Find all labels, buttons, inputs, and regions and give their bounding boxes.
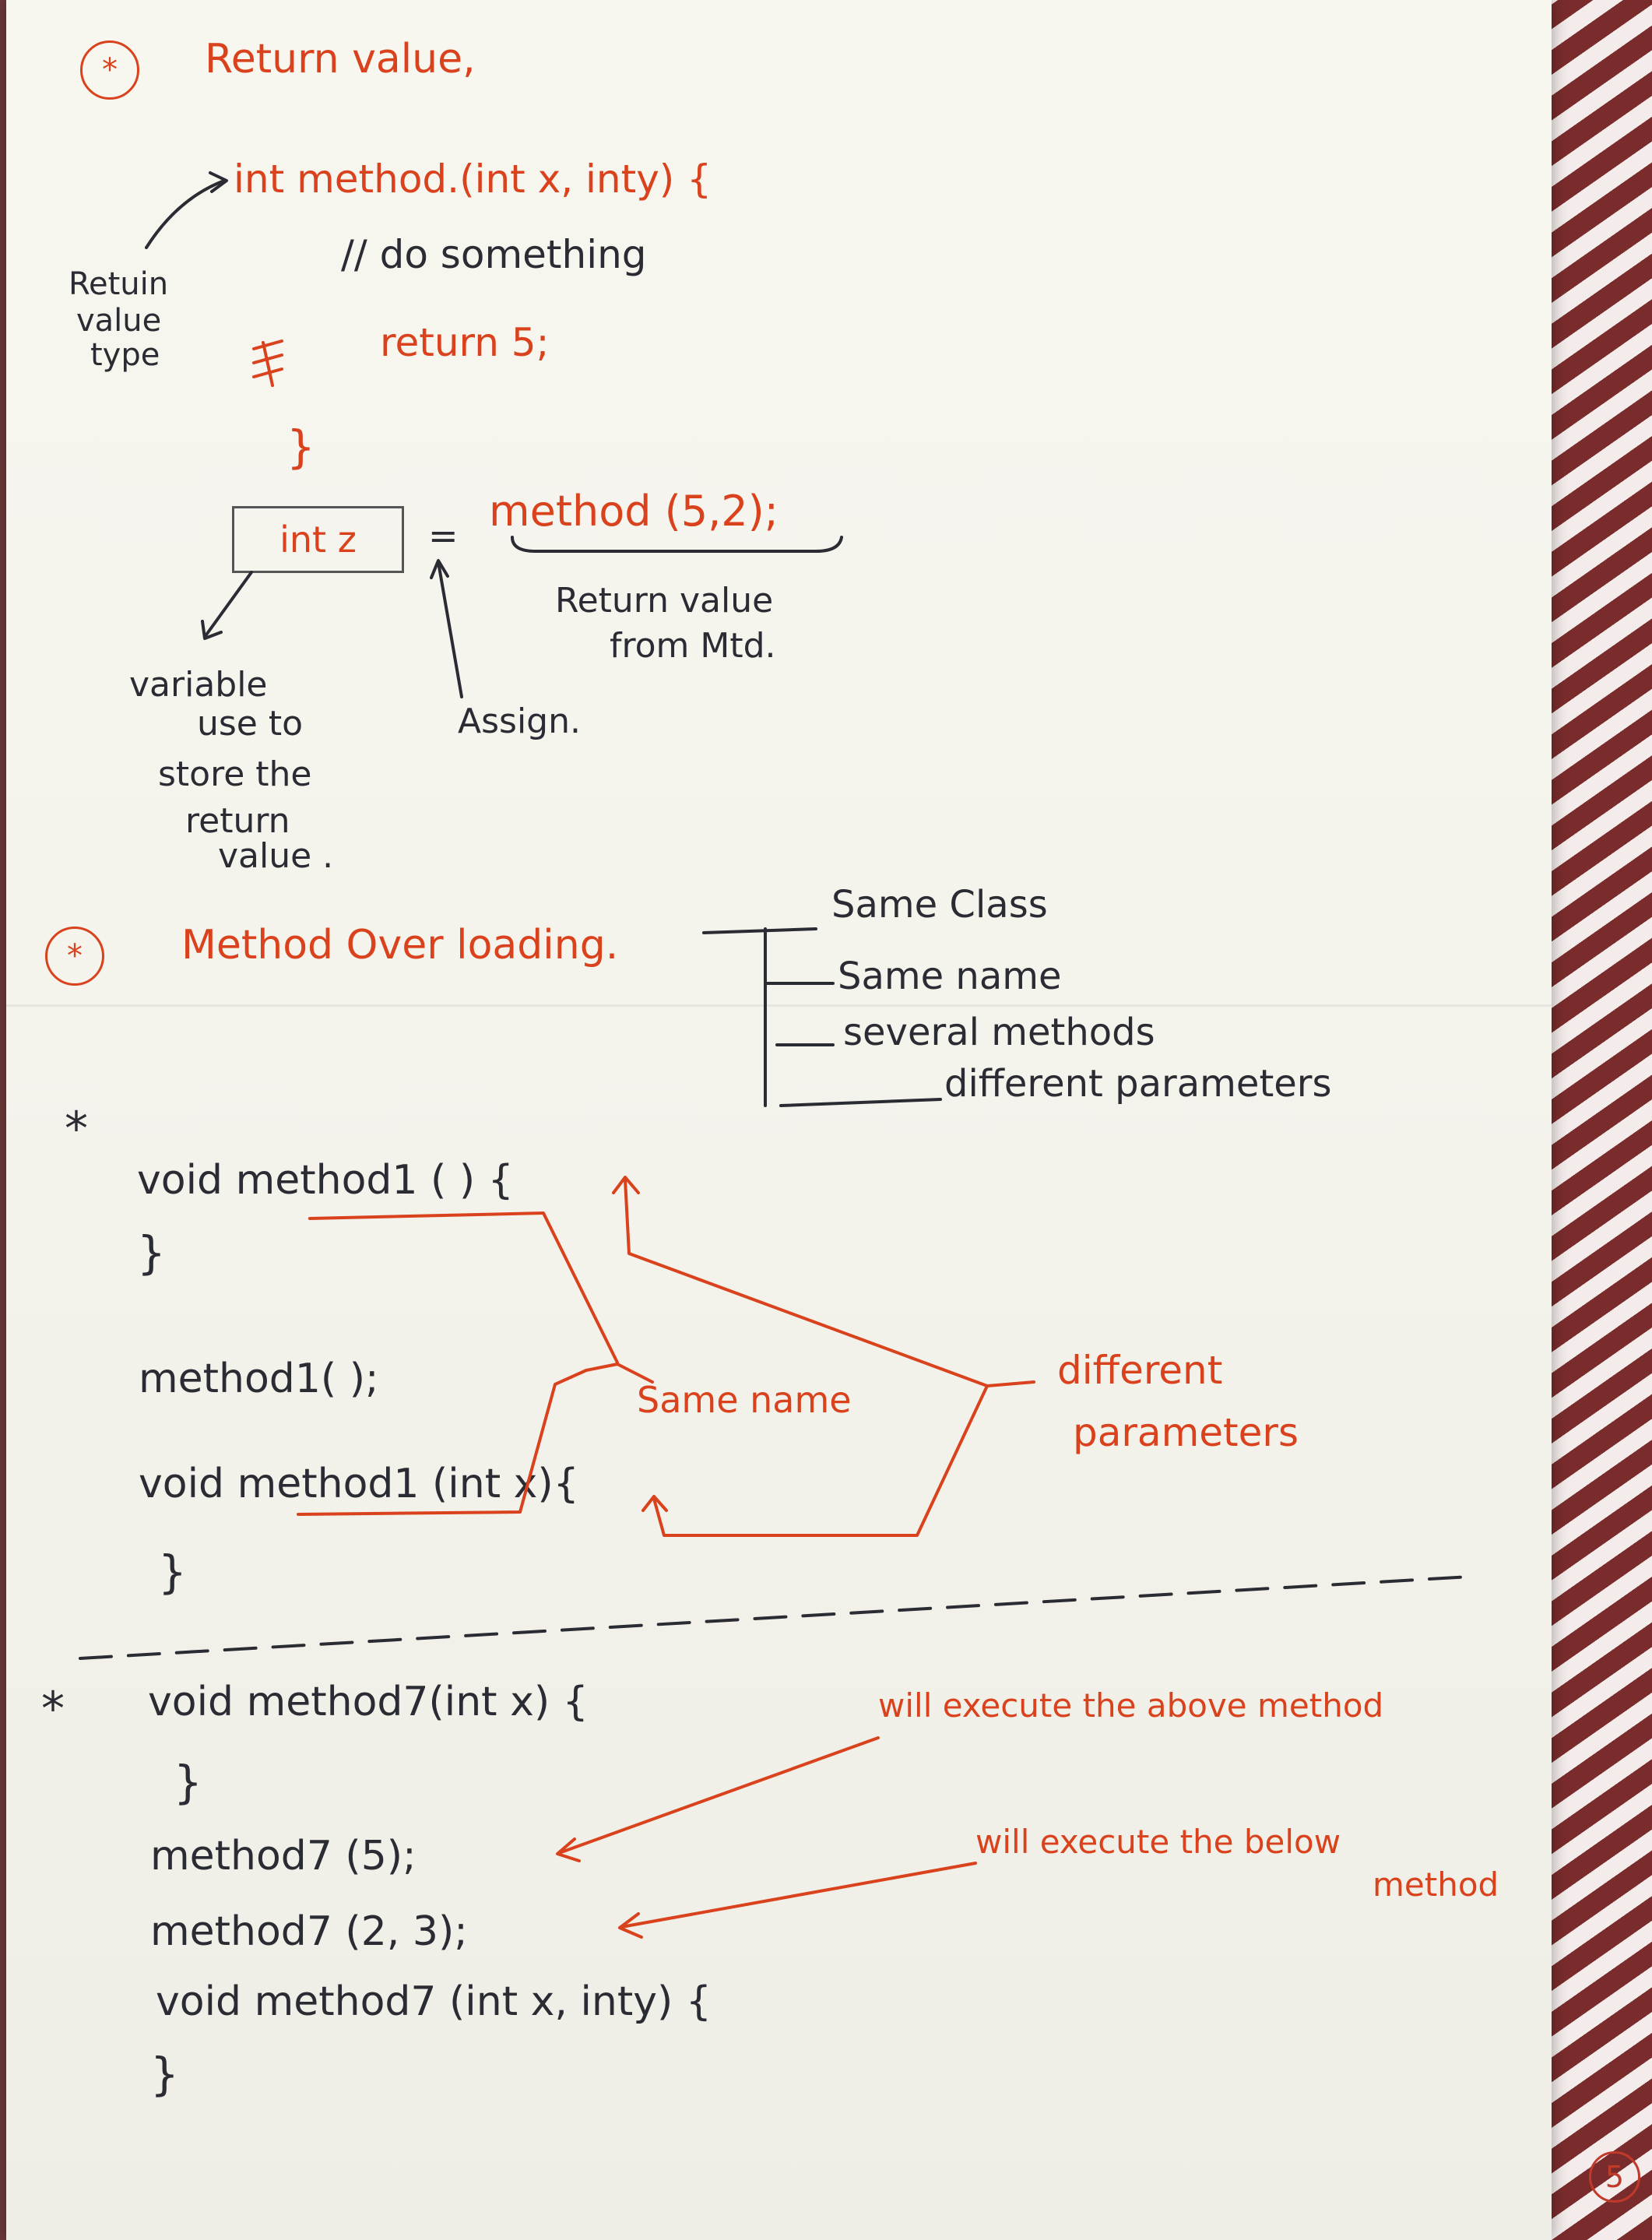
arrow-head-return-type <box>209 171 228 193</box>
label-variable-1: variable <box>129 665 268 705</box>
arrow-head-execute-above <box>556 1837 581 1862</box>
code-void-method7-two: void method7 (int x, inty) { <box>156 1978 712 2025</box>
heading-return-value: Return value, <box>205 36 476 83</box>
section-star-2: * <box>45 927 104 986</box>
arrow-assign <box>437 561 463 698</box>
note-execute-above: will execute the above method <box>878 1686 1384 1725</box>
label-return-value-from: Return value <box>555 581 774 621</box>
label-different: different <box>1057 1348 1223 1393</box>
dashed-divider <box>79 1575 1471 1660</box>
note-execute-below-method: method <box>1373 1865 1499 1904</box>
label-variable-4: return <box>185 801 290 841</box>
rule-same-name: Same name <box>838 955 1062 998</box>
scribble-mark <box>252 339 283 387</box>
section-star-4: * <box>41 1682 65 1736</box>
connector-different-bottom <box>652 1384 989 1537</box>
label-variable-5: value . <box>218 836 334 876</box>
assign-method-call: method (5,2); <box>489 487 779 536</box>
code-void-method1: void method1 ( ) { <box>137 1157 514 1204</box>
code-method7-call-one: method7 (5); <box>150 1833 417 1880</box>
label-assign: Assign. <box>458 702 581 741</box>
section-star-1: * <box>80 40 139 100</box>
code-return-statement: return 5; <box>380 320 550 365</box>
arrow-head-different-top <box>612 1176 640 1194</box>
page-fold <box>6 1004 1552 1007</box>
heading-method-overloading: Method Over loading. <box>181 922 619 969</box>
code-void-method1-int: void method1 (int x){ <box>139 1461 579 1507</box>
arrow-execute-above <box>557 1736 880 1855</box>
assign-equals: = <box>428 515 459 557</box>
arrow-head-assign <box>430 559 449 579</box>
arrow-head-variable <box>201 620 223 640</box>
label-variable-3: store the <box>158 754 312 794</box>
arrow-execute-below <box>620 1862 977 1929</box>
assign-variable-box: int z <box>232 506 404 573</box>
page-number: 5 <box>1589 2151 1640 2203</box>
code-method7-call-two: method7 (2, 3); <box>150 1908 468 1955</box>
code-method-signature: int method.(int x, inty) { <box>234 156 712 202</box>
section-star-3: * <box>65 1102 88 1156</box>
code-void-method7: void method7(int x) { <box>148 1679 589 1725</box>
code-method1-close: } <box>137 1226 166 1279</box>
label-parameters: parameters <box>1073 1410 1299 1455</box>
arrow-return-type <box>145 179 226 249</box>
label-return-type-3: type <box>90 337 160 373</box>
code-method7-close: } <box>174 1756 202 1809</box>
code-method7-two-close: } <box>150 2048 179 2101</box>
note-execute-below: will execute the below <box>975 1823 1341 1861</box>
notebook-page: * Return value, int method.(int x, inty)… <box>6 0 1640 2240</box>
arrow-head-execute-below <box>618 1912 643 1939</box>
brace-method-call <box>511 536 843 553</box>
code-close-brace: } <box>286 420 315 473</box>
label-return-type-2: value <box>76 303 162 339</box>
code-method1-call: method1( ); <box>139 1356 379 1402</box>
code-comment: // do something <box>341 232 647 277</box>
code-method1-int-close: } <box>158 1545 187 1598</box>
label-variable-2: use to <box>197 704 304 744</box>
label-same-name: Same name <box>637 1379 852 1421</box>
connector-same-name-bottom <box>297 1369 588 1516</box>
connector-same-name-top <box>308 1211 654 1384</box>
arrow-head-different-bottom <box>641 1495 668 1512</box>
label-return-type-1: Retuin <box>69 266 169 302</box>
arrow-variable <box>203 571 253 638</box>
label-from-method: from Mtd. <box>610 626 776 666</box>
rule-same-class: Same Class <box>831 883 1048 927</box>
rule-several-methods: several methods <box>843 1011 1155 1054</box>
connector-different-top <box>624 1178 1035 1387</box>
rule-different-parameters: different parameters <box>944 1062 1332 1106</box>
overloading-tree-lines <box>702 927 942 1107</box>
